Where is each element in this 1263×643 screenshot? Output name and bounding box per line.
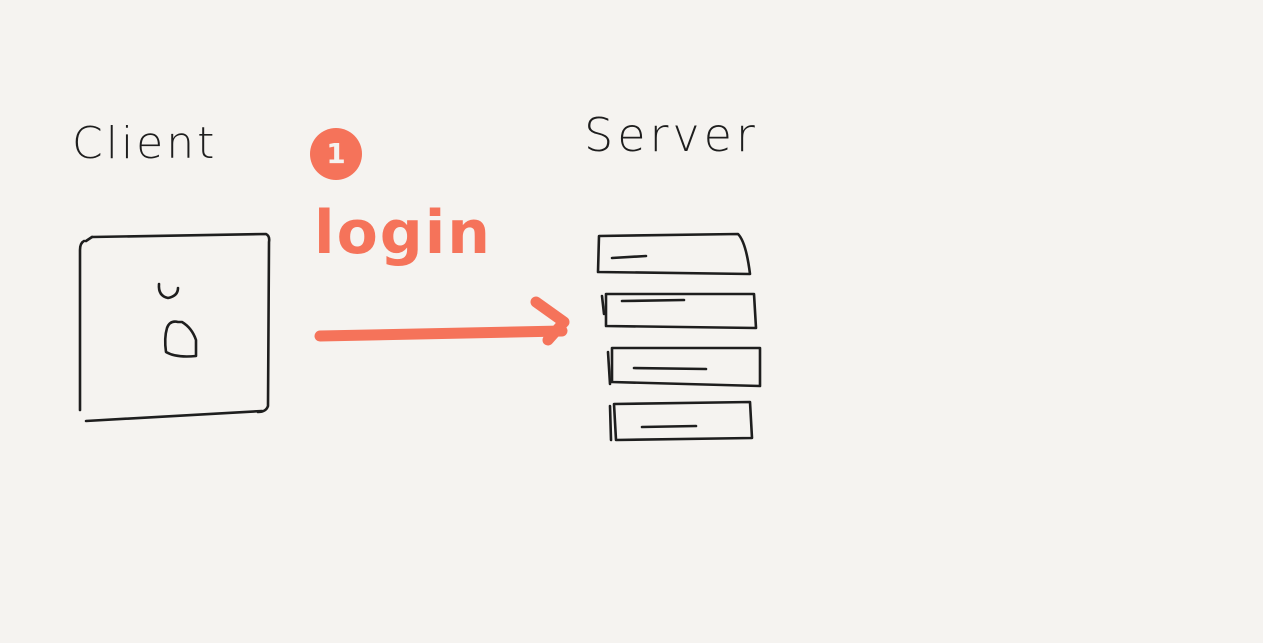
step-number: 1 bbox=[326, 137, 346, 170]
server-stack-icon bbox=[596, 232, 762, 442]
client-device-icon bbox=[78, 232, 271, 423]
step-number-badge: 1 bbox=[310, 128, 362, 180]
step-action-label: login bbox=[314, 198, 493, 268]
server-label: Server bbox=[584, 108, 759, 162]
client-label: Client bbox=[72, 118, 218, 169]
login-arrow bbox=[314, 296, 570, 346]
